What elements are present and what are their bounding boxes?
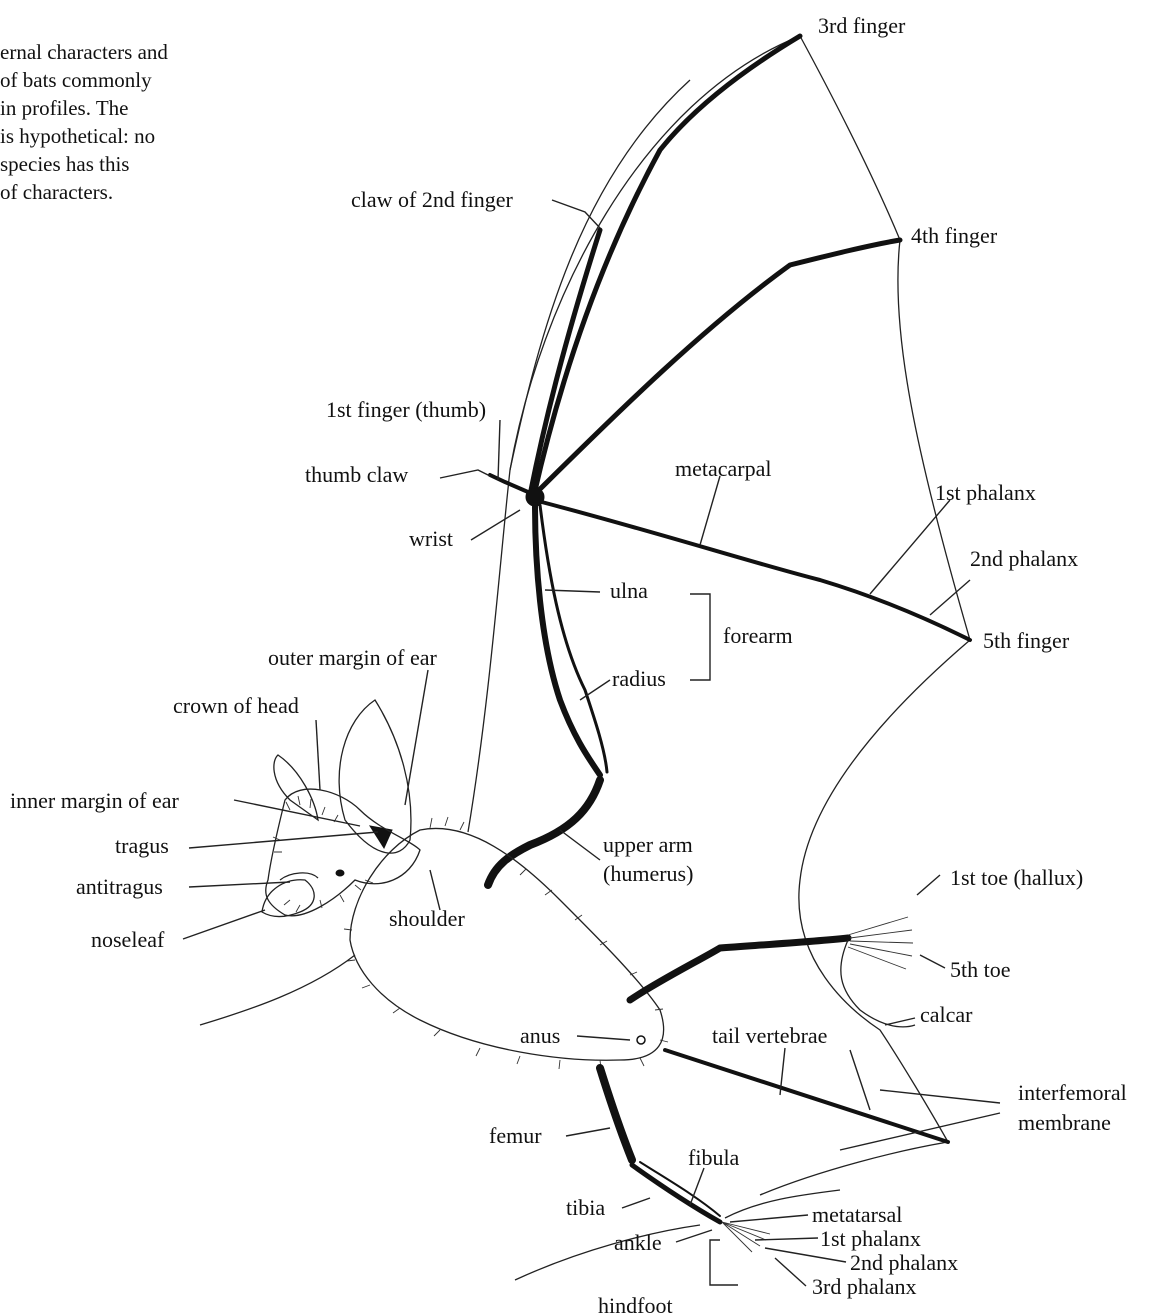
label-membrane: membrane bbox=[1018, 1110, 1111, 1135]
upper-foot-toes bbox=[848, 917, 913, 969]
label-noseleaf: noseleaf bbox=[91, 927, 165, 952]
lower-leg-membrane-edge bbox=[515, 1225, 700, 1280]
label-anus: anus bbox=[520, 1023, 560, 1048]
noseleaf-shape bbox=[262, 880, 314, 917]
humerus-bone bbox=[488, 780, 600, 885]
label-interfemoral: interfemoral bbox=[1018, 1080, 1127, 1105]
label-fibula: fibula bbox=[688, 1145, 740, 1170]
label-antitragus: antitragus bbox=[76, 874, 163, 899]
label-tragus: tragus bbox=[115, 833, 169, 858]
femur-bone bbox=[600, 1068, 632, 1160]
antitragus-shape bbox=[280, 873, 318, 880]
label-thumb-claw: thumb claw bbox=[305, 462, 408, 487]
label-tail-vertebrae: tail vertebrae bbox=[712, 1023, 827, 1048]
label-forearm: forearm bbox=[723, 623, 793, 648]
label-first-toe: 1st toe (hallux) bbox=[950, 865, 1083, 890]
label-tibia: tibia bbox=[566, 1195, 605, 1220]
label-metatarsal: metatarsal bbox=[812, 1202, 902, 1227]
label-ankle: ankle bbox=[614, 1230, 662, 1255]
leader-lines bbox=[183, 200, 1000, 1286]
label-ulna: ulna bbox=[610, 578, 648, 603]
upper-leg-to-foot bbox=[630, 938, 848, 1000]
label-upper-arm: upper arm bbox=[603, 832, 693, 857]
fibula-bone bbox=[640, 1162, 720, 1216]
label-calcar: calcar bbox=[920, 1002, 973, 1027]
second-finger-bone bbox=[530, 230, 600, 495]
calcar-bone bbox=[841, 940, 915, 1027]
label-femur: femur bbox=[489, 1123, 542, 1148]
label-first-finger-thumb: 1st finger (thumb) bbox=[326, 397, 486, 422]
third-finger-bone bbox=[534, 36, 800, 495]
bat-head bbox=[262, 700, 420, 917]
label-fourth-finger: 4th finger bbox=[911, 223, 998, 248]
label-outer-margin-ear: outer margin of ear bbox=[268, 645, 437, 670]
label-shoulder: shoulder bbox=[389, 906, 465, 931]
tragus-shape bbox=[370, 826, 392, 848]
label-first-phalanx-foot: 1st phalanx bbox=[820, 1226, 921, 1251]
head-fur bbox=[273, 796, 373, 912]
eye bbox=[336, 870, 344, 876]
label-second-phalanx-foot: 2nd phalanx bbox=[850, 1250, 958, 1275]
label-third-finger: 3rd finger bbox=[818, 13, 906, 38]
tibia-bone bbox=[632, 1165, 720, 1222]
anus-mark bbox=[637, 1036, 645, 1044]
label-third-phalanx-foot: 3rd phalanx bbox=[812, 1274, 916, 1299]
fifth-finger-bone bbox=[534, 500, 970, 640]
label-metacarpal: metacarpal bbox=[675, 456, 772, 481]
label-fifth-finger: 5th finger bbox=[983, 628, 1070, 653]
label-crown-of-head: crown of head bbox=[173, 693, 299, 718]
label-second-phalanx-wing: 2nd phalanx bbox=[970, 546, 1078, 571]
label-humerus: (humerus) bbox=[603, 861, 693, 886]
label-fifth-toe: 5th toe bbox=[950, 957, 1011, 982]
label-wrist: wrist bbox=[409, 526, 453, 551]
label-hindfoot: hindfoot bbox=[598, 1293, 673, 1315]
lower-foot-toes bbox=[722, 1222, 770, 1252]
tail-vertebrae-bone bbox=[665, 1050, 948, 1142]
label-inner-margin-ear: inner margin of ear bbox=[10, 788, 179, 813]
label-first-phalanx-wing: 1st phalanx bbox=[935, 480, 1036, 505]
label-claw-second-finger: claw of 2nd finger bbox=[351, 187, 514, 212]
label-radius: radius bbox=[612, 666, 666, 691]
uropatagium-edge-left bbox=[200, 955, 355, 1025]
